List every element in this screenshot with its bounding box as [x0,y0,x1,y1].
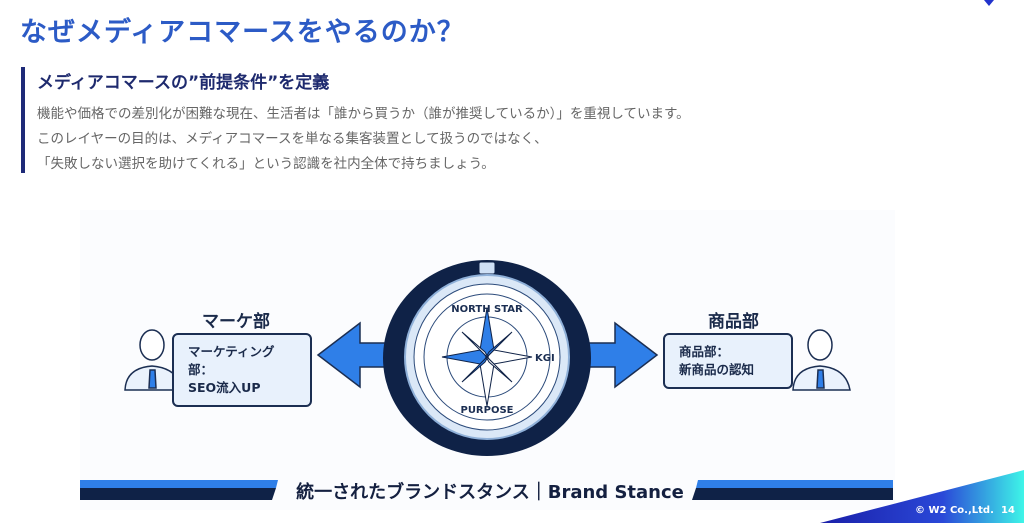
left-dept-box: マーケティング部： SEO流入UP [172,333,312,407]
slide-title: なぜメディアコマースをやるのか？ [20,17,465,48]
compass-icon [383,260,591,456]
banner-stripes [80,480,893,500]
box-line: SEO流入UP [188,380,261,395]
body-text: 機能や価格での差別化が困難な現在、生活者は「誰から買うか（誰が推奨しているか）」… [37,102,690,177]
compass-purpose-label: PURPOSE [460,405,513,416]
subheading: メディアコマースの”前提条件”を定義 [37,73,330,93]
right-dept-box: 商品部： 新商品の認知 [663,333,793,389]
right-dept-label: 商品部 [708,312,759,332]
footer-band [820,470,1024,523]
accent-bar [21,67,25,173]
brand-stance-banner: 統一されたブランドスタンス｜Brand Stance [296,482,684,503]
marker-icon [984,0,994,6]
compass-kgi-label: KGI [535,353,555,364]
person-icon [792,329,851,391]
body-line: 「失敗しない選択を助けてくれる」という認識を社内全体で持ちましょう。 [37,156,495,172]
body-line: 機能や価格での差別化が困難な現在、生活者は「誰から買うか（誰が推奨しているか）」… [37,106,690,122]
compass-north-label: NORTH STAR [451,304,523,315]
box-line: マーケティング部： [188,344,275,377]
copyright: © W2 Co.,Ltd. [915,505,994,516]
page-number: 14 [1001,505,1015,516]
box-line: 新商品の認知 [679,362,755,377]
body-line: このレイヤーの目的は、メディアコマースを単なる集客装置として扱うのではなく、 [37,131,548,147]
box-line: 商品部： [679,344,730,359]
left-dept-label: マーケ部 [202,312,270,332]
person-icon [124,329,183,391]
